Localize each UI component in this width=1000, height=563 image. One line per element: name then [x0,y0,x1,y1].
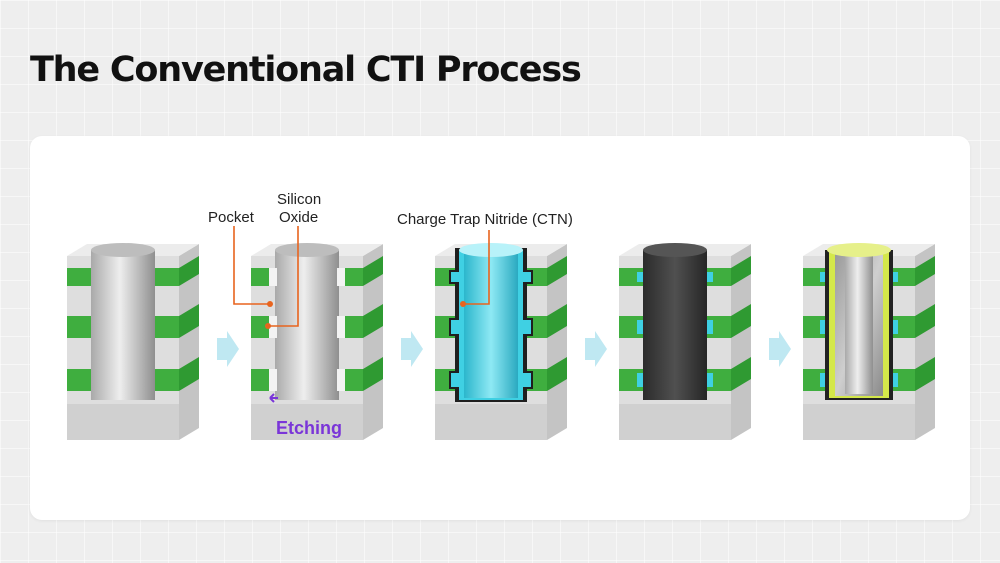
liner-top [827,243,891,257]
side-green-layer [547,357,567,391]
pocket-notch [337,268,345,286]
side-green-layer [915,256,935,286]
side-green-layer [731,357,751,391]
dark-top [643,243,707,257]
ctn-inner [464,254,518,398]
etching-label: Etching [276,418,342,438]
pocket-notch [269,268,277,286]
ctn-label: Charge Trap Nitride (CTN) [397,211,573,228]
oxide-leader-line [268,226,299,327]
side-green-layer [731,304,751,338]
side-green-layer [179,256,199,286]
ctn-island [707,373,713,387]
dark-fill [643,250,707,400]
side-green-layer [915,357,935,391]
block-side [179,244,199,440]
ctn-pocket-fill [523,272,531,282]
pocket-notch [337,369,345,391]
side-green-layer [363,256,383,286]
page-title: The Conventional CTI Process [30,50,582,90]
ctn-island [637,272,643,282]
step-4-fill [619,243,751,440]
process-arrow-icon [217,331,239,367]
pocket-notch [337,316,345,338]
step-5-final [803,243,935,440]
ctn-island [893,373,898,387]
ctn-pocket-fill [451,373,459,387]
core-oxide [845,256,873,394]
base-slab [619,404,731,440]
leader-lines [233,226,490,327]
side-green-layer [363,357,383,391]
ctn-island [820,320,825,334]
ctn-leader-line [463,230,490,305]
step-arrows [217,331,791,367]
step-2-etching [251,243,383,440]
step-1-original [67,243,199,440]
cylinder-top [91,243,155,257]
side-green-layer [363,304,383,338]
pocket-notch [269,316,277,338]
block-side [547,244,567,440]
side-green-layer [731,256,751,286]
silicon-cylinder [91,250,155,400]
silicon-label: Silicon [277,191,321,208]
ctn-island [707,320,713,334]
ctn-island [820,272,825,282]
process-arrow-icon [769,331,791,367]
side-green-layer [547,304,567,338]
ctn-island [707,272,713,282]
ctn-island [637,373,643,387]
ctn-island [637,320,643,334]
silicon-cylinder [275,250,339,400]
pocket-marker [267,301,273,307]
pocket-leader-line [233,226,270,305]
base-slab [435,404,547,440]
ctn-marker [460,301,466,307]
cylinder-top [275,243,339,257]
ctn-pocket-fill [523,373,531,387]
ctn-island [893,272,898,282]
process-arrow-icon [401,331,423,367]
ctn-pocket-fill [451,320,459,334]
side-green-layer [179,357,199,391]
ctn-pocket-fill [523,320,531,334]
base-slab [803,404,915,440]
ctn-top [459,243,523,257]
side-green-layer [547,256,567,286]
base-slab [251,404,363,440]
ctn-island [893,320,898,334]
ctn-island [820,373,825,387]
process-arrow-icon [585,331,607,367]
block-side [731,244,751,440]
pocket-label: Pocket [208,209,255,226]
side-green-layer [179,304,199,338]
pocket-notch [269,369,277,391]
ctn-pocket-fill [451,272,459,282]
oxide-label: Oxide [279,209,318,226]
block-side [915,244,935,440]
etching-arrow-icon [269,393,278,403]
block-side [363,244,383,440]
side-green-layer [915,304,935,338]
oxide-marker [265,323,271,329]
base-slab [67,404,179,440]
step-3-ctn-deposition [435,243,567,440]
